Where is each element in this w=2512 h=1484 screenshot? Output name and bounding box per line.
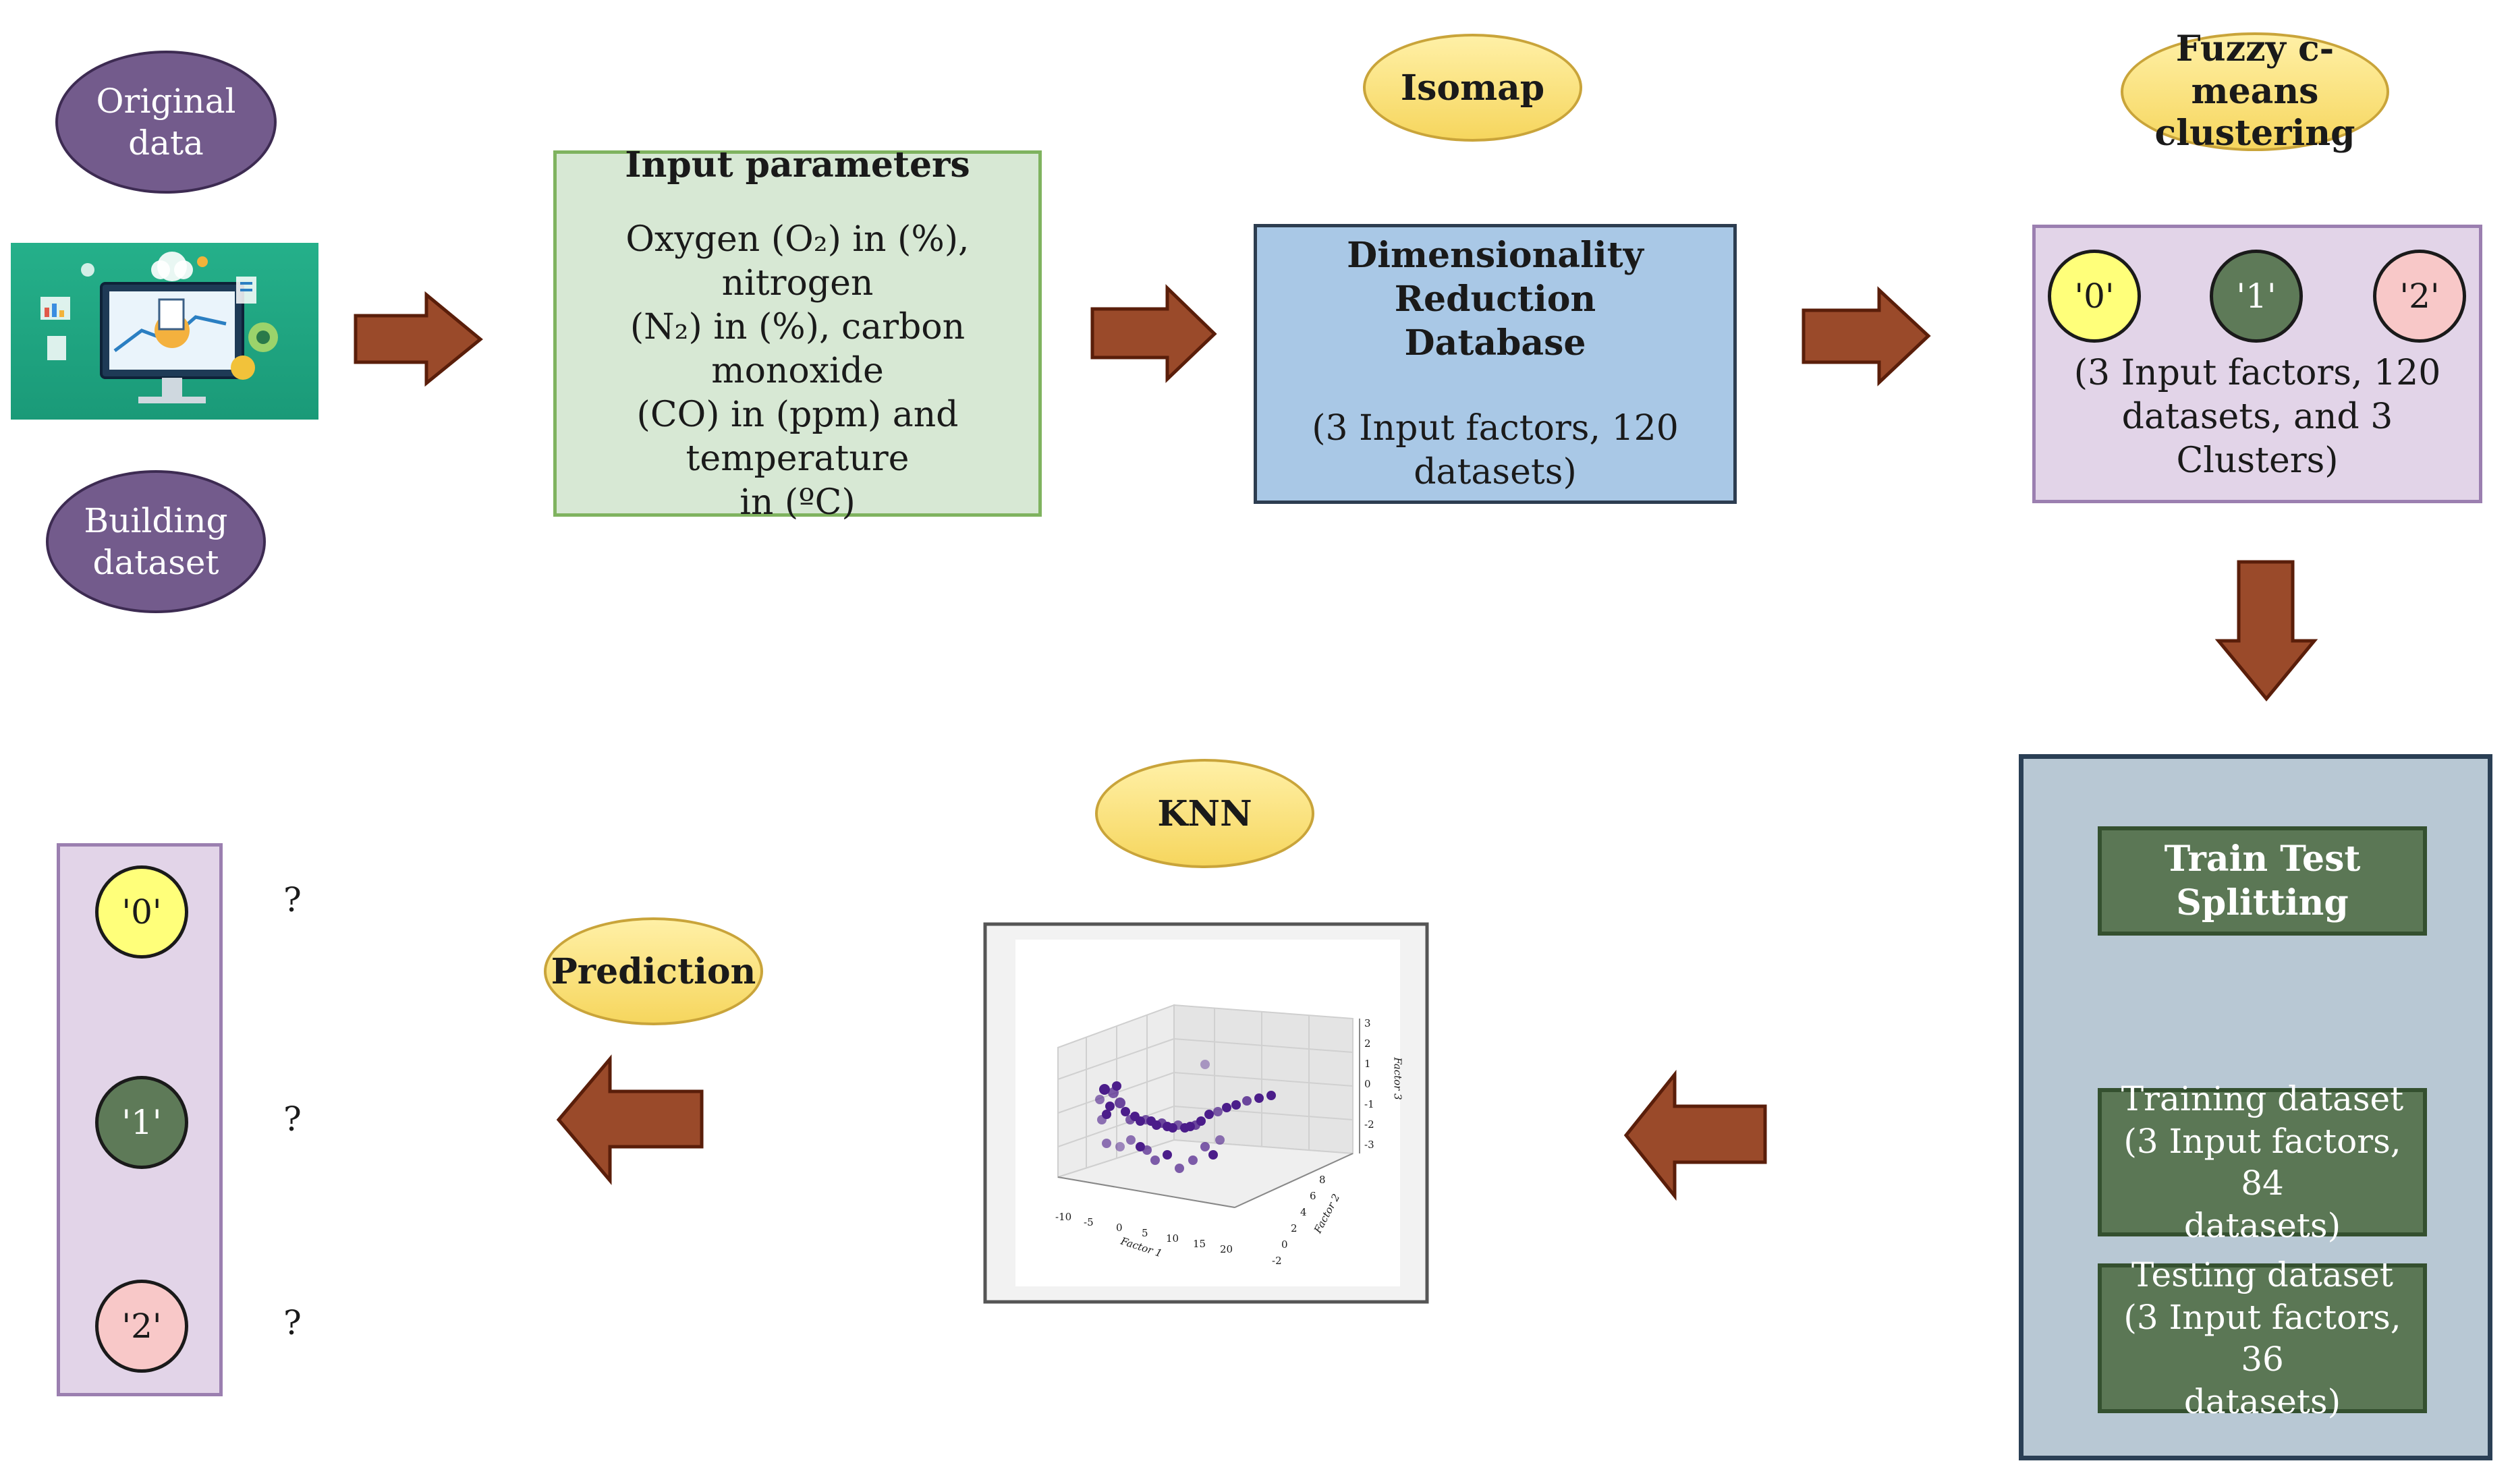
y-tick: 4	[1300, 1206, 1307, 1218]
z-tick: -1	[1364, 1098, 1374, 1110]
train-test-splitting-title: Train Test Splitting	[2164, 838, 2361, 923]
isomap-label: Isomap	[1363, 34, 1582, 142]
clusters-desc-line2: datasets, and 3 Clusters)	[2121, 396, 2393, 481]
training-dataset-box: Training dataset (3 Input factors, 84 da…	[2098, 1079, 2427, 1245]
fuzzy-line2: clustering	[2154, 113, 2355, 154]
testing-line2: (3 Input factors, 36	[2123, 1297, 2401, 1379]
x-tick: 0	[1116, 1222, 1123, 1234]
output-0-circle: '0'	[95, 865, 188, 959]
prediction-text: Prediction	[551, 950, 756, 992]
dimensionality-title-line1: Dimensionality Reduction	[1347, 235, 1644, 320]
arrow-left-icon	[1623, 1069, 1767, 1201]
arrow-right-icon	[1090, 284, 1217, 383]
z-tick: 2	[1364, 1037, 1371, 1050]
arrow-right-icon	[354, 291, 483, 387]
y-tick: 0	[1281, 1238, 1288, 1251]
cluster-0-label: '0'	[2074, 277, 2115, 316]
building-dataset-line1: Building	[84, 501, 228, 540]
input-parameters-line2: (N₂) in (%), carbon monoxide	[630, 306, 966, 391]
training-line2: (3 Input factors, 84	[2123, 1121, 2401, 1203]
dimensionality-title-line2: Database	[1404, 322, 1586, 364]
question-mark-1: ?	[283, 1100, 302, 1139]
x-tick: 15	[1193, 1238, 1206, 1250]
clusters-box: '0' '1' '2' (3 Input factors, 120 datase…	[2032, 225, 2482, 503]
x-tick: 5	[1142, 1227, 1148, 1239]
knn-text: KNN	[1157, 793, 1252, 834]
output-0-label: '0'	[121, 892, 162, 932]
y-tick: 8	[1319, 1174, 1326, 1186]
plot-z-ticks: 3 2 1 0 -1 -2 -3	[1364, 1017, 1385, 1152]
fuzzy-cmeans-label: Fuzzy c-means clustering	[2121, 28, 2389, 154]
train-test-splitting-box: Train Test Splitting	[2098, 826, 2427, 936]
plot-y-ticks: -2 0 2 4 6 8	[1272, 1174, 1346, 1268]
z-tick: 1	[1364, 1058, 1371, 1070]
original-data-label: Original data	[55, 51, 277, 194]
y-tick: 2	[1291, 1222, 1297, 1234]
y-tick: -2	[1272, 1255, 1282, 1267]
training-line3: datasets)	[2183, 1205, 2341, 1245]
dimensionality-subtitle: (3 Input factors, 120 datasets)	[1312, 408, 1679, 492]
knn-scatter-plot	[983, 922, 1429, 1304]
input-parameters-line1: Oxygen (O₂) in (%), nitrogen	[625, 219, 970, 304]
testing-line1: Testing dataset	[2131, 1255, 2393, 1294]
cluster-2-circle: '2'	[2373, 250, 2466, 343]
knn-label: KNN	[1095, 759, 1314, 868]
x-tick: 20	[1220, 1243, 1233, 1255]
training-line1: Training dataset	[2121, 1079, 2404, 1118]
z-tick: -2	[1364, 1118, 1374, 1131]
plot-x-ticks: -10 -5 0 5 10 15 20	[1054, 1211, 1243, 1265]
x-tick: -5	[1084, 1216, 1094, 1228]
computer-illustration-icon	[11, 243, 318, 420]
cluster-0-circle: '0'	[2048, 250, 2141, 343]
arrow-left-icon	[556, 1054, 704, 1185]
input-parameters-title: Input parameters	[625, 144, 970, 186]
question-mark-2: ?	[283, 1303, 302, 1342]
cluster-1-label: '1'	[2236, 277, 2277, 316]
input-parameters-box: Input parameters Oxygen (O₂) in (%), nit…	[553, 144, 1042, 523]
clusters-description: (3 Input factors, 120 datasets, and 3 Cl…	[2036, 353, 2479, 481]
arrow-right-icon	[1802, 286, 1931, 387]
z-tick: 0	[1364, 1078, 1371, 1090]
building-dataset-line2: dataset	[92, 543, 219, 582]
plot-zlabel: Factor 3	[1391, 1057, 1404, 1100]
output-2-label: '2'	[121, 1307, 162, 1346]
x-tick: -10	[1055, 1211, 1072, 1223]
input-parameters-line3: (CO) in (ppm) and temperature	[636, 394, 959, 479]
train-test-panel: Train Test Splitting Training dataset (3…	[2019, 754, 2492, 1460]
testing-line3: datasets)	[2183, 1381, 2341, 1421]
cluster-1-circle: '1'	[2210, 250, 2303, 343]
x-tick: 10	[1166, 1232, 1179, 1245]
prediction-output-box: '0' '1' '2'	[57, 843, 223, 1396]
y-tick: 6	[1310, 1190, 1316, 1202]
arrow-down-icon	[2214, 560, 2318, 702]
z-tick: -3	[1364, 1139, 1374, 1151]
output-2-circle: '2'	[95, 1280, 188, 1373]
input-parameters-line4: in (ºC)	[739, 482, 856, 523]
output-1-label: '1'	[121, 1103, 162, 1142]
question-mark-0: ?	[283, 880, 302, 919]
output-1-circle: '1'	[95, 1076, 188, 1169]
dimensionality-reduction-box: Dimensionality Reduction Database (3 Inp…	[1254, 224, 1737, 504]
cluster-2-label: '2'	[2399, 277, 2440, 316]
clusters-desc-line1: (3 Input factors, 120	[2073, 352, 2441, 393]
original-data-text: Original data	[96, 81, 236, 163]
prediction-label: Prediction	[544, 917, 763, 1025]
z-tick: 3	[1364, 1017, 1371, 1029]
fuzzy-line1: Fuzzy c-means	[2175, 28, 2335, 112]
building-dataset-label: Building dataset	[46, 470, 266, 613]
testing-dataset-box: Testing dataset (3 Input factors, 36 dat…	[2098, 1255, 2427, 1421]
isomap-text: Isomap	[1400, 67, 1545, 109]
